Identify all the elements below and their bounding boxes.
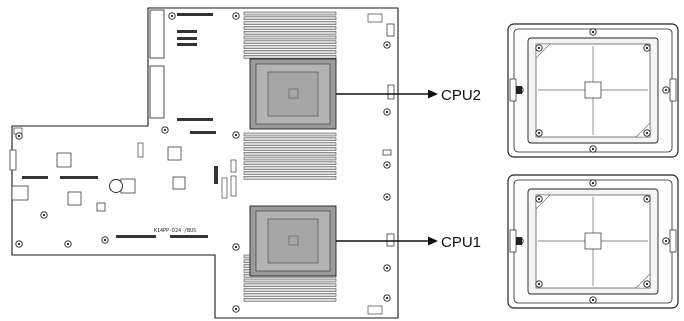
connector	[386, 233, 395, 247]
connector	[22, 176, 48, 179]
connector	[386, 23, 395, 37]
cpu2-socket	[249, 58, 337, 130]
chip	[96, 202, 106, 212]
chip	[67, 191, 82, 206]
connector	[137, 142, 144, 158]
rear-io	[11, 185, 29, 201]
connector	[221, 177, 228, 199]
cpu1-socket-detail	[508, 175, 678, 308]
board-model-label: K14PP-D24 /BUS	[154, 228, 196, 234]
connector	[367, 13, 383, 23]
cpu1-socket	[249, 205, 337, 277]
riser-slot	[149, 9, 165, 59]
connector	[60, 176, 98, 179]
cpu1-label: CPU1	[441, 234, 481, 251]
connector	[230, 159, 237, 173]
connector	[387, 84, 395, 100]
cpu2-socket-detail	[508, 24, 678, 157]
chip	[120, 178, 136, 194]
connector	[177, 43, 197, 46]
chip	[56, 152, 72, 168]
connector	[177, 37, 197, 40]
battery	[109, 179, 123, 193]
connector	[177, 30, 197, 33]
connector	[190, 131, 216, 134]
connector	[116, 235, 156, 238]
connector	[170, 235, 208, 238]
cpu2-label: CPU2	[441, 87, 481, 104]
connector	[214, 166, 218, 184]
connector	[177, 118, 213, 121]
cpu2-callout	[336, 89, 438, 99]
connector	[177, 13, 213, 16]
riser-slot	[149, 65, 165, 119]
connector	[230, 175, 237, 197]
motherboard: K14PP-D24 /BUS	[9, 7, 399, 319]
chip	[172, 176, 186, 190]
connector	[367, 305, 383, 315]
chip	[167, 146, 182, 161]
connector	[382, 149, 392, 156]
cpu1-callout	[336, 236, 438, 246]
rear-io	[9, 149, 17, 171]
